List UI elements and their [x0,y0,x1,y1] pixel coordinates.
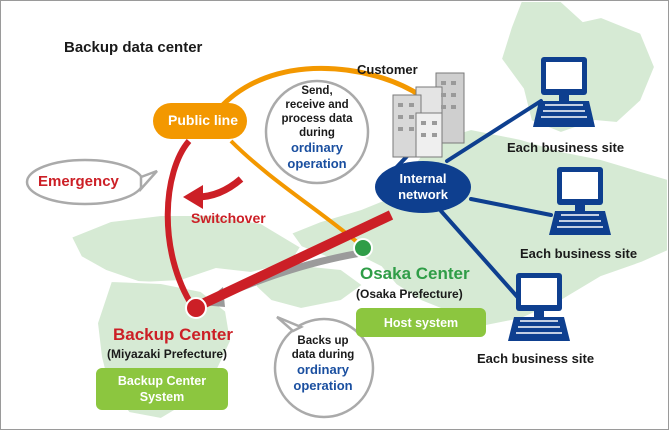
host-system-label: Host system [383,315,459,330]
business-site-label-3: Each business site [477,351,595,366]
public-line-pill [153,103,247,139]
backup-line-1: Backs up [297,335,349,347]
emergency-label: Emergency [38,173,119,190]
osaka-center-dot [353,238,373,258]
switchover-arrowhead [183,185,203,209]
public-to-customer-arc [217,65,423,111]
customer-buildings-icon [392,72,465,158]
diagram-title: Backup data center [64,39,203,56]
backup-center-name: Backup Center [113,325,233,344]
terminal-icon-1 [533,57,595,127]
network-links [439,99,553,303]
ordinary-line-2: receive and [285,99,349,111]
switchover-arrow [196,176,244,201]
switchover-label: Switchover [191,210,266,226]
backup-center-dot [185,297,207,319]
backup-system-line-1: Backup Center [117,374,207,388]
backup-to-osaka-line [193,210,394,312]
internal-network-line-2: network [398,187,448,202]
backup-operation-text: Backs up data during ordinary operation [278,334,368,394]
internal-network-label: Internal network [384,171,462,203]
backup-system-line-2: System [139,390,185,404]
internal-network-line-1: Internal [399,171,447,186]
business-site-label-2: Each business site [520,246,638,261]
internal-network-node [375,161,471,213]
backup-operation-bubble [273,317,375,419]
emergency-bubble-tail [139,169,158,193]
ordinary-line-4: during [299,127,335,139]
backup-bubble-tail [276,315,305,333]
ordinary-highlight-1: ordinary [290,140,343,155]
business-site-label-1: Each business site [507,140,625,155]
public-line-label: Public line [168,112,239,128]
osaka-center-prefecture: (Osaka Prefecture) [356,287,463,301]
ordinary-operation-text: Send, receive and process data during or… [269,84,365,172]
terminal-icon-3 [508,273,570,341]
backup-center-system-box: Backup Center System [96,368,228,410]
backup-line-2: data during [291,349,355,361]
ordinary-line-3: process data [281,113,353,125]
osaka-center-name: Osaka Center [360,264,470,283]
backup-highlight-2: operation [293,378,353,393]
backup-highlight-1: ordinary [296,362,349,377]
emergency-arc [164,139,196,309]
ordinary-operation-bubble [264,79,370,185]
terminal-icon-2 [549,167,611,235]
ordinary-highlight-2: operation [287,156,347,171]
customer-label: Customer [357,62,418,77]
ordinary-line-1: Send, [301,85,333,97]
backup-center-prefecture: (Miyazaki Prefecture) [107,347,228,361]
host-system-box: Host system [356,308,486,337]
